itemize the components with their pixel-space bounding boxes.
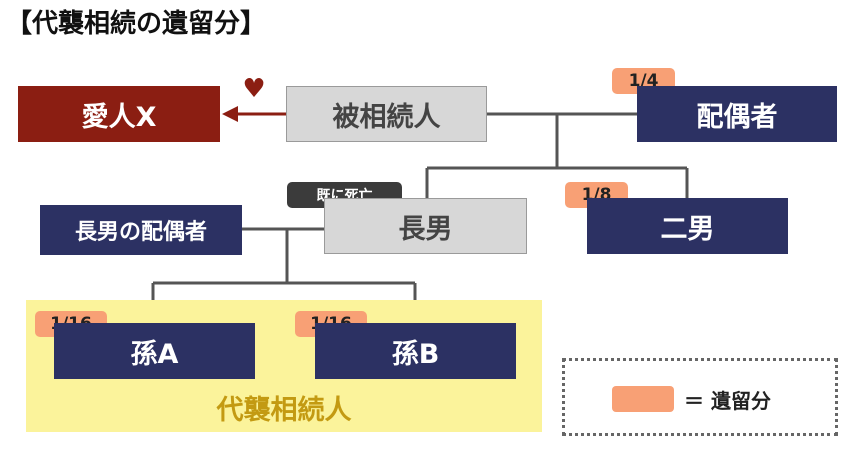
legend-swatch <box>612 386 674 412</box>
node-spouse: 配偶者 <box>637 86 837 142</box>
node-decedent: 被相続人 <box>286 86 487 142</box>
node-second-son: 二男 <box>587 198 788 254</box>
node-grandchild-a: 孫A <box>54 323 255 379</box>
node-eldest-son: 長男 <box>324 198 527 254</box>
node-grandchild-b: 孫B <box>315 323 516 379</box>
heart-icon: ♥ <box>242 74 266 104</box>
page-title: 【代襲相続の遺留分】 <box>6 9 267 39</box>
representation-heirs-label: 代襲相続人 <box>216 394 352 426</box>
arrow-left-icon <box>222 106 286 122</box>
node-eldest-son-spouse: 長男の配偶者 <box>40 205 242 255</box>
node-lover-x: 愛人X <box>18 86 220 142</box>
legend-label: ＝ 遺留分 <box>684 388 771 413</box>
legend <box>562 358 838 436</box>
